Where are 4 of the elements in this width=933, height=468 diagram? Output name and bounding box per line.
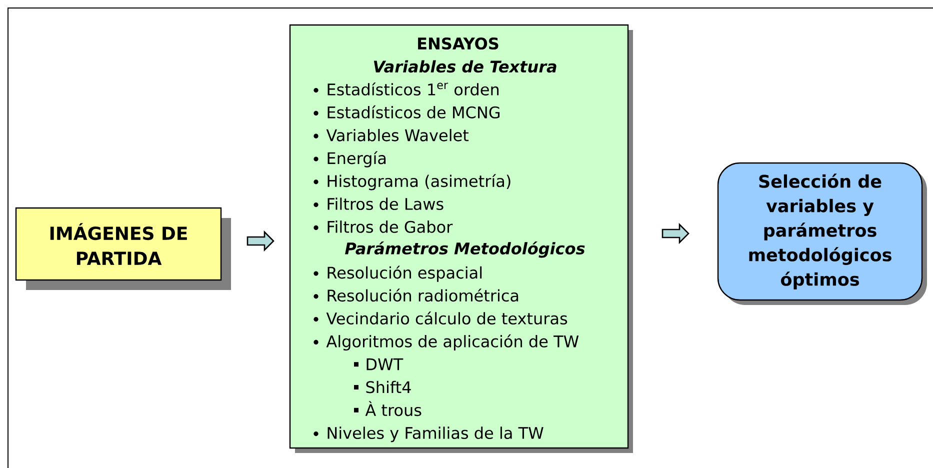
block-arrow [662, 222, 690, 244]
block-arrow [246, 230, 274, 252]
result-box: Selección de variables y parámetros metodológicos óptimos [717, 162, 928, 305]
input-box: IMÁGENES DE PARTIDA [15, 207, 231, 290]
